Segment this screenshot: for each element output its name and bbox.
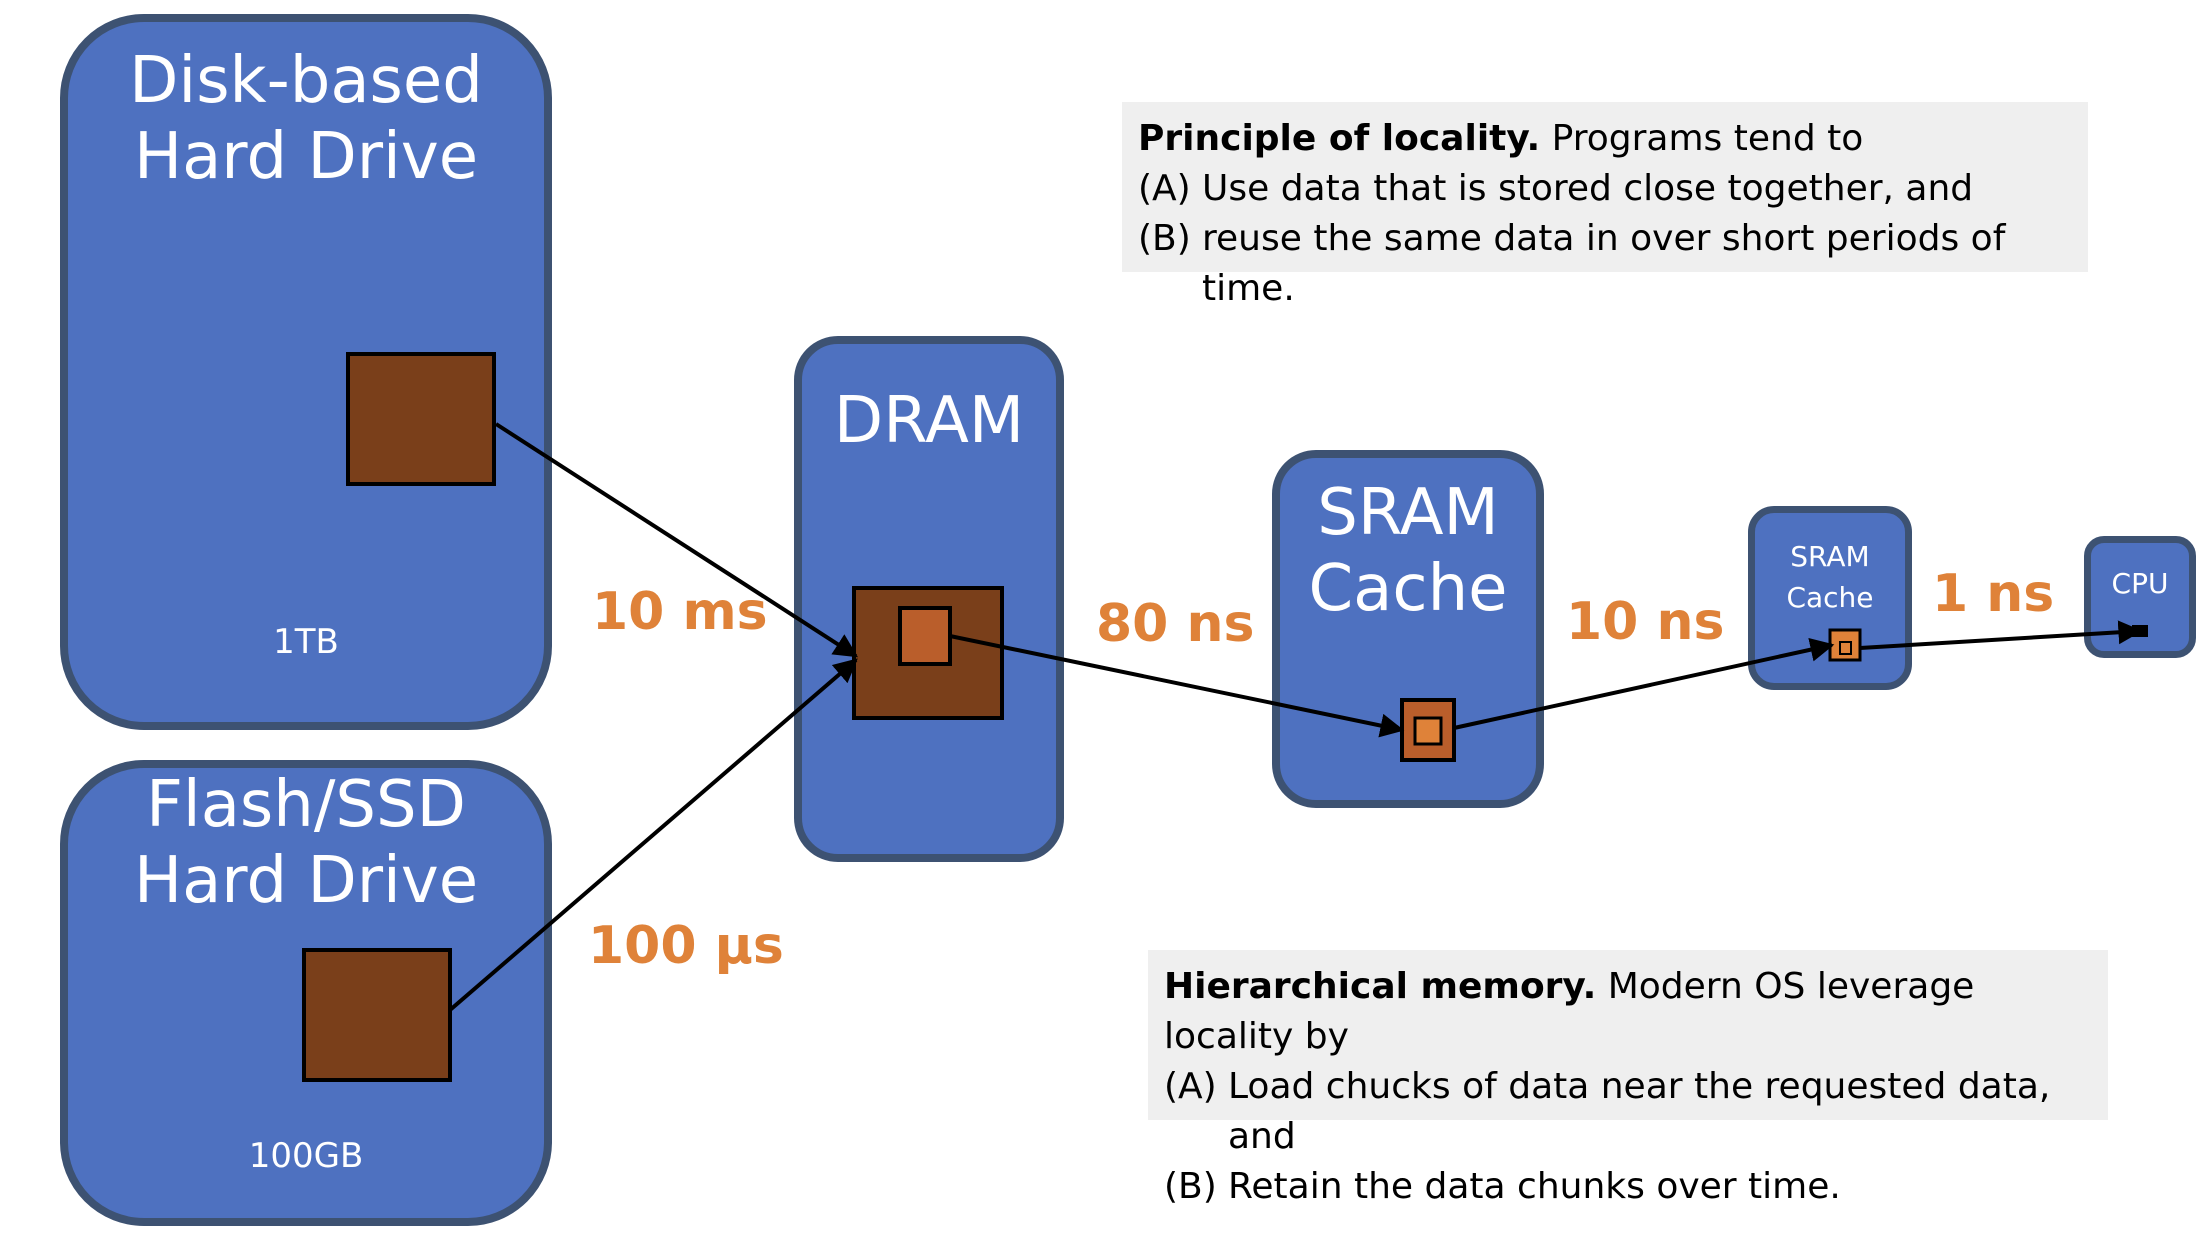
latency-flash-to-dram: 100 µs (588, 916, 784, 976)
disk-capacity: 1TB (273, 622, 339, 662)
arrow-flash-to-dram (448, 658, 858, 1012)
hierarchy-intro: Modern OS leverage locality by (1164, 966, 1975, 1057)
hierarchy-note: Hierarchical memory. Modern OS leverage … (1148, 950, 2108, 1207)
hierarchy-a-text: Load chucks of data near the requested d… (1228, 1066, 2051, 1157)
sram-large-title-line2: Cache (1308, 551, 1508, 626)
dram-inner-block (898, 606, 952, 666)
locality-b-label: (B) (1138, 218, 1191, 259)
flash-capacity: 100GB (248, 1136, 364, 1176)
sram-small-inner-block (1839, 641, 1852, 655)
hierarchy-b-text: Retain the data chunks over time. (1228, 1166, 1841, 1207)
flash-title-line2: Hard Drive (133, 843, 479, 918)
latency-sram-to-cpu: 1 ns (1932, 564, 2055, 624)
locality-a-label: (A) (1138, 168, 1191, 209)
disk-title-line2: Hard Drive (133, 119, 479, 194)
hierarchy-a-label: (A) (1164, 1066, 1217, 1107)
arrow-dram-to-sram (949, 634, 1405, 738)
hierarchy-heading: Hierarchical memory. (1164, 966, 1597, 1007)
dram-title: DRAM (833, 384, 1025, 458)
locality-b-text: reuse the same data in over short period… (1202, 218, 2006, 309)
latency-disk-to-dram: 10 ms (592, 582, 768, 642)
flash-title-line1: Flash/SSD (146, 768, 466, 842)
cpu-title: CPU (2111, 567, 2169, 600)
sram-large-inner-block (1413, 716, 1443, 746)
locality-intro: Programs tend to (1540, 118, 1864, 159)
arrow-disk-to-dram (494, 422, 859, 658)
sram-small-title-line2: Cache (1786, 580, 1874, 614)
hierarchy-b-label: (B) (1164, 1166, 1217, 1207)
locality-a-text: Use data that is stored close together, … (1202, 168, 1974, 209)
sram-small-title-line1: SRAM (1790, 540, 1870, 573)
locality-heading: Principle of locality. (1138, 118, 1541, 159)
locality-note: Principle of locality. Programs tend to … (1122, 102, 2088, 309)
sram-large-title-line1: SRAM (1317, 476, 1499, 550)
latency-dram-to-sram: 80 ns (1096, 594, 1255, 654)
arrow-sram-to-sram-small (1453, 637, 1835, 730)
latency-sram-to-sram: 10 ns (1566, 592, 1725, 652)
sram-cache-large-box: SRAM Cache (1272, 450, 1544, 808)
disk-title-line1: Disk-based (129, 44, 483, 118)
arrow-sram-small-to-cpu (1859, 620, 2143, 650)
flash-data-block (302, 948, 452, 1082)
disk-data-block (346, 352, 496, 486)
